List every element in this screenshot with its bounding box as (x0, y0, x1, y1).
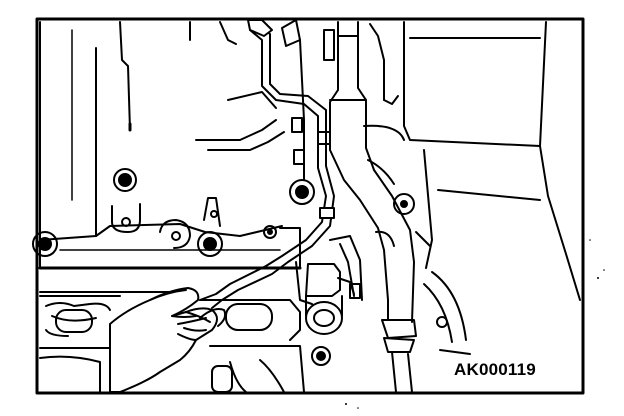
bolt (311, 346, 331, 366)
lower-head (38, 266, 305, 393)
figure-code: AK000119 (452, 360, 538, 380)
bracket (111, 197, 277, 249)
fuel-line (199, 19, 335, 309)
bolt (32, 231, 58, 257)
bolt (295, 185, 309, 199)
bolt (113, 168, 137, 192)
frame-border (35, 17, 585, 395)
vacuum-hose (329, 21, 417, 393)
timing-cover (363, 21, 581, 355)
head-bolts (32, 168, 331, 366)
hand (109, 287, 227, 393)
bolt (197, 231, 223, 257)
cylinder-head (39, 21, 305, 269)
noise-specks (345, 239, 605, 409)
bolt (316, 351, 326, 361)
bolt (203, 237, 217, 251)
bolt (289, 179, 315, 205)
bolt (118, 173, 132, 187)
purge-canister (295, 235, 363, 335)
bolt (38, 237, 52, 251)
hose-clamps (281, 19, 335, 165)
